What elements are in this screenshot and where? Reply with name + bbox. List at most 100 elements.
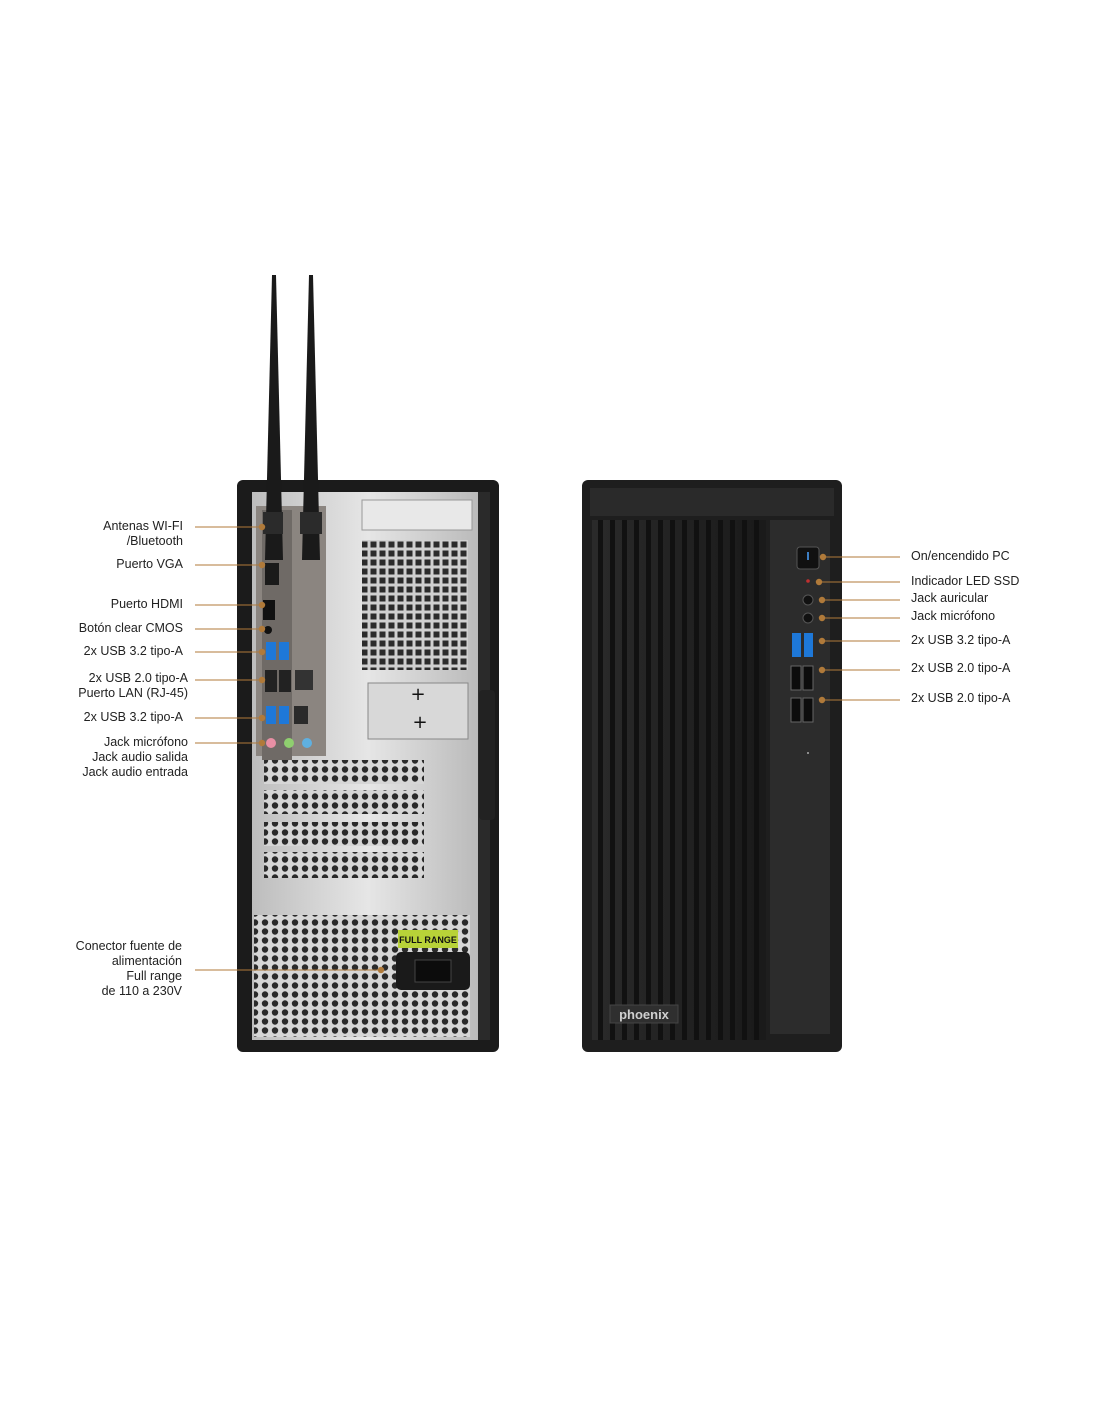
leader-lines xyxy=(195,523,900,974)
usb3-port xyxy=(266,642,276,660)
front-usb2-port xyxy=(790,665,802,691)
back-view: + + FULL RANGE xyxy=(237,275,499,1052)
front-usb20-b-marker xyxy=(818,696,826,704)
headphone-jack-label-line: Jack auricular xyxy=(911,591,989,605)
front-usb20-b-label-line: 2x USB 2.0 tipo-A xyxy=(911,691,1011,705)
power-button-label-line: On/encendido PC xyxy=(911,549,1010,563)
power-connector-label-line: de 110 a 230V xyxy=(101,984,182,998)
usb32-bottom-label-line: 2x USB 3.2 tipo-A xyxy=(83,710,183,724)
audio-out-jack xyxy=(284,738,294,748)
front-slat xyxy=(742,520,747,1040)
front-slat xyxy=(706,520,711,1040)
front-slat xyxy=(634,520,639,1040)
ssd-led-marker xyxy=(815,578,823,586)
power-connector-label-line: alimentación xyxy=(111,954,182,968)
usb2-port xyxy=(279,670,291,692)
power-connector-label-line: Conector fuente de xyxy=(75,939,182,953)
audio-jacks-label-line: Jack audio salida xyxy=(92,750,188,764)
front-usb32-marker xyxy=(818,637,826,645)
clear-cmos-button-marker xyxy=(258,625,266,633)
front-slat xyxy=(682,520,687,1040)
front-view: phoenix xyxy=(582,480,842,1052)
usb20-lan-label-line: 2x USB 2.0 tipo-A xyxy=(88,671,188,685)
vga-port-label: Puerto VGA xyxy=(116,557,183,572)
audio-jacks-marker xyxy=(258,739,266,747)
clear-cmos-button-label: Botón clear CMOS xyxy=(79,621,183,636)
usb32-top-label-line: 2x USB 3.2 tipo-A xyxy=(83,644,183,658)
power-connector-marker xyxy=(377,966,385,974)
usb2-port xyxy=(265,670,277,692)
usb3-port xyxy=(266,706,276,724)
front-io-panel xyxy=(770,520,830,1034)
usb3-port xyxy=(279,706,289,724)
front-slat xyxy=(718,520,723,1040)
headphone-jack-label: Jack auricular xyxy=(911,591,988,606)
mic-jack xyxy=(802,612,814,624)
audio-jacks-label-line: Jack audio entrada xyxy=(82,765,188,779)
front-slat xyxy=(598,520,603,1040)
power-button-marker xyxy=(819,553,827,561)
svg-text:+: + xyxy=(412,712,427,733)
wifi-antennas-label-line: Antenas WI-FI xyxy=(103,519,183,533)
wifi-antenna-pair xyxy=(263,275,322,560)
mic-jack xyxy=(266,738,276,748)
full-range-badge xyxy=(398,930,458,948)
cmos-button xyxy=(264,626,272,634)
front-slat xyxy=(730,520,735,1040)
front-usb20-a-label-line: 2x USB 2.0 tipo-A xyxy=(911,661,1011,675)
front-usb2-port xyxy=(802,697,814,723)
fan-grille xyxy=(362,540,468,670)
usb3-port xyxy=(279,642,289,660)
mic-jack-label-line: Jack micrófono xyxy=(911,609,996,623)
headphone-jack-marker xyxy=(818,596,826,604)
vga-port-label-line: Puerto VGA xyxy=(116,557,183,571)
usb32-top-marker xyxy=(258,648,266,656)
power-button-label: On/encendido PC xyxy=(911,549,1010,564)
ssd-led-label: Indicador LED SSD xyxy=(911,574,1019,589)
usb32-top-label: 2x USB 3.2 tipo-A xyxy=(84,644,183,659)
front-usb32-label: 2x USB 3.2 tipo-A xyxy=(911,633,1010,648)
front-usb3-port xyxy=(792,633,801,657)
phoenix-logo: phoenix xyxy=(619,1007,670,1022)
wifi-antennas-label-line: /Bluetooth xyxy=(126,534,183,548)
wifi-antennas-marker xyxy=(258,523,266,531)
front-slat xyxy=(670,520,675,1040)
headphone-jack xyxy=(802,594,814,606)
front-usb32-label-line: 2x USB 3.2 tipo-A xyxy=(911,633,1011,647)
wifi-antennas-label: Antenas WI-FI/Bluetooth xyxy=(103,519,183,549)
clear-cmos-button-label-line: Botón clear CMOS xyxy=(78,621,183,635)
hdmi-connector xyxy=(263,600,275,620)
usb20-lan-label-line: Puerto LAN (RJ-45) xyxy=(78,686,188,700)
vga-connector xyxy=(265,563,279,585)
hdmi-port-marker xyxy=(258,601,266,609)
ssd-led-label-line: Indicador LED SSD xyxy=(911,574,1020,588)
front-slat xyxy=(754,520,759,1040)
expansion-slots xyxy=(264,760,424,878)
front-usb3-port xyxy=(804,633,813,657)
usb32-bottom-marker xyxy=(258,714,266,722)
vga-port-marker xyxy=(258,561,266,569)
usb32-bottom-label: 2x USB 3.2 tipo-A xyxy=(84,710,183,725)
svg-text:+: + xyxy=(410,684,425,705)
front-usb20-a-marker xyxy=(818,666,826,674)
front-slat xyxy=(694,520,699,1040)
front-usb20-b-label: 2x USB 2.0 tipo-A xyxy=(911,691,1010,706)
front-slat xyxy=(658,520,663,1040)
audio-in-jack xyxy=(302,738,312,748)
ssd-led xyxy=(806,579,810,583)
usb20-lan-marker xyxy=(258,676,266,684)
front-slats xyxy=(598,520,759,1040)
hdmi-port-label-line: Puerto HDMI xyxy=(110,597,183,611)
mic-jack-marker xyxy=(818,614,826,622)
front-slat xyxy=(646,520,651,1040)
audio-jacks-label-line: Jack micrófono xyxy=(103,735,188,749)
power-connector-label-line: Full range xyxy=(126,969,182,983)
front-grille xyxy=(592,520,766,1040)
front-slat xyxy=(610,520,615,1040)
front-usb20-a-label: 2x USB 2.0 tipo-A xyxy=(911,661,1010,676)
mic-jack-label: Jack micrófono xyxy=(911,609,995,624)
